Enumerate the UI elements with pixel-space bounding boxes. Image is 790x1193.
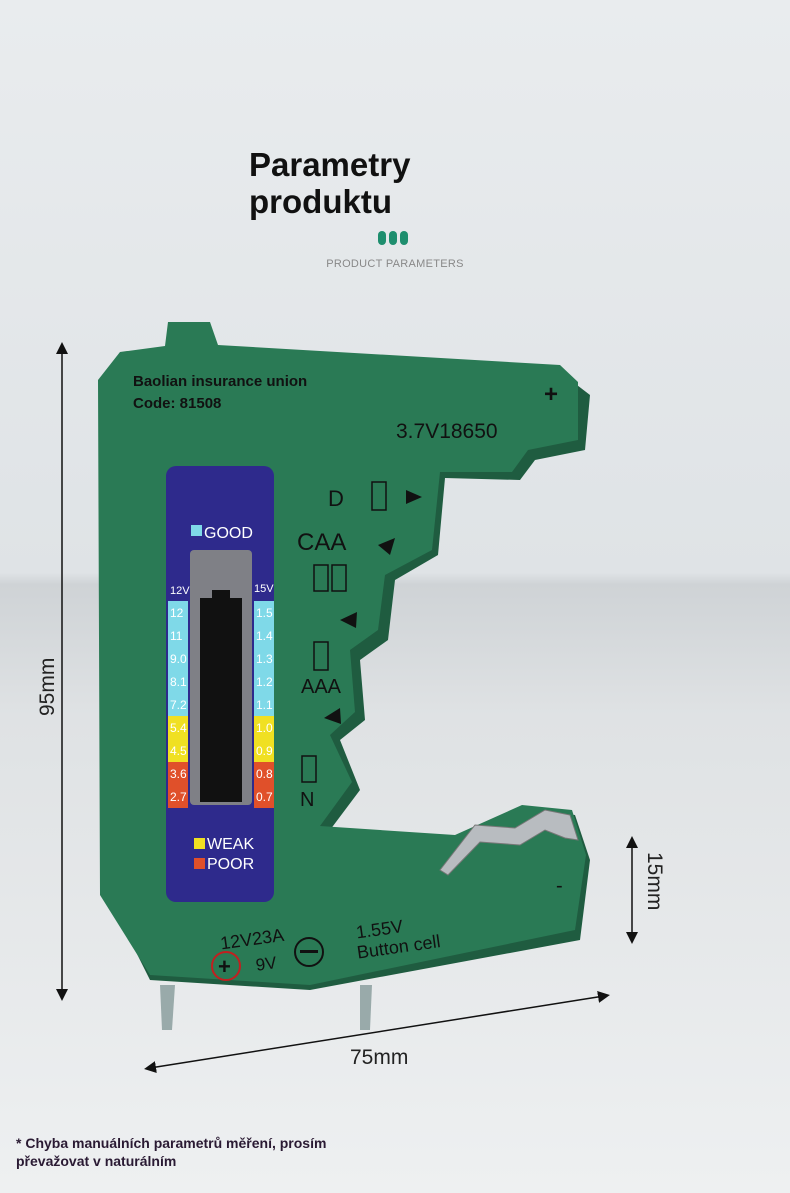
footnote: * Chyba manuálních parametrů měření, pro… — [16, 1134, 436, 1170]
good-label: GOOD — [204, 525, 253, 542]
right-scale-value: 0.7 — [256, 790, 273, 804]
height-dimension-label: 95mm — [36, 658, 59, 716]
slot-aaa-label: AAA — [301, 676, 342, 698]
right-scale-value: 1.2 — [256, 675, 273, 689]
title-line-1: Parametry — [249, 146, 411, 183]
bottom-9v-label: 9V — [254, 953, 278, 975]
right-scale-value: 1.3 — [256, 652, 273, 666]
svg-text:+: + — [218, 954, 231, 979]
poor-label: POOR — [207, 856, 254, 873]
left-scale-value: 7.2 — [170, 698, 187, 712]
brand-label: Baolian insurance union — [133, 373, 307, 390]
width-dimension-line — [144, 991, 610, 1073]
depth-dimension-label: 15mm — [643, 852, 666, 910]
right-scale-header: 15V — [254, 583, 274, 595]
left-scale-value: 8.1 — [170, 675, 187, 689]
slot-c-label: CAA — [297, 529, 346, 556]
footnote-line-1: * Chyba manuálních parametrů měření, pro… — [16, 1135, 327, 1151]
right-voltage-scale: 1.5 1.4 1.3 1.2 1.1 1.0 0.9 0.8 0.7 — [254, 601, 274, 808]
code-label: Code: 81508 — [133, 395, 221, 412]
right-scale-value: 0.8 — [256, 767, 273, 781]
right-scale-value: 0.9 — [256, 744, 273, 758]
page-title: Parametry produktu — [249, 146, 489, 220]
left-scale-value: 2.7 — [170, 790, 187, 804]
left-voltage-scale: 12 11 9.0 8.1 7.2 5.4 4.5 3.6 2.7 — [168, 601, 188, 808]
left-scale-value: 5.4 — [170, 721, 187, 735]
minus-terminal-icon — [294, 937, 324, 967]
left-scale-value: 11 — [170, 629, 183, 643]
right-scale-value: 1.4 — [256, 629, 273, 643]
right-scale-value: 1.0 — [256, 721, 273, 735]
slot-n-label: N — [300, 789, 314, 811]
plus-terminal-icon — [211, 951, 241, 981]
weak-label: WEAK — [207, 836, 254, 853]
footnote-line-2: převažovat v naturálním — [16, 1153, 177, 1169]
left-scale-value: 12 — [170, 606, 184, 620]
width-dimension-label: 75mm — [350, 1046, 408, 1069]
right-scale-value: 1.1 — [256, 698, 273, 712]
left-scale-value: 4.5 — [170, 744, 187, 758]
title-line-2: produktu — [249, 183, 392, 220]
left-scale-value: 3.6 — [170, 767, 187, 781]
left-scale-value: 9.0 — [170, 652, 187, 666]
right-scale-value: 1.5 — [256, 606, 273, 620]
decorative-dots — [378, 231, 412, 245]
top-slot-label: 3.7V18650 — [396, 420, 498, 443]
plus-label: + — [544, 381, 558, 408]
page-subtitle: PRODUCT PARAMETERS — [326, 258, 464, 270]
left-scale-header: 12V — [170, 585, 190, 597]
minus-label: - — [556, 875, 563, 897]
slot-d-label: D — [328, 486, 344, 511]
